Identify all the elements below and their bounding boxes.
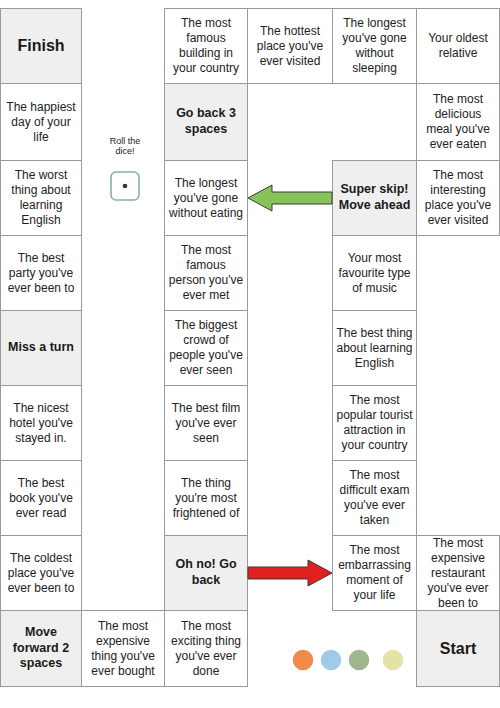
dice-label: Roll the dice! [100,136,150,157]
cell-text: The most difficult exam you've ever take… [336,468,413,528]
cell-text: The longest you've gone without sleeping [336,16,413,76]
board-cell: The hottest place you've ever visited [247,8,333,84]
cell-text: The happiest day of your life [4,100,78,145]
board-cell: Your oldest relative [416,8,500,84]
cell-text: Super skip! Move ahead [336,182,413,213]
end-cell: Finish [0,8,82,84]
player-tokens [292,649,404,671]
cell-text: Move forward 2 spaces [4,625,78,672]
cell-text: The best party you've ever been to [4,251,78,296]
board-cell: The best party you've ever been to [0,235,82,311]
cell-text: The most famous building in your country [168,16,244,76]
special-cell: Oh no! Go back [164,535,248,611]
board-cell: The biggest crowd of people you've ever … [164,310,248,386]
board-cell: The happiest day of your life [0,83,82,161]
board-cell: The most difficult exam you've ever take… [332,460,417,536]
board-cell: The most famous person you've ever met [164,235,248,311]
board-cell: The most expensive restaurant you've eve… [416,535,500,611]
jump-arrow [248,560,332,586]
cell-text: Start [440,639,476,659]
cell-text: Oh no! Go back [168,557,244,588]
special-cell: Go back 3 spaces [164,83,248,161]
player-token [348,649,370,671]
cell-text: The most popular tourist attraction in y… [336,393,413,453]
board-cell: The best book you've ever read [0,460,82,536]
special-cell: Move forward 2 spaces [0,610,82,687]
board-cell: The most popular tourist attraction in y… [332,385,417,461]
special-cell: Super skip! Move ahead [332,160,417,236]
cell-text: The best thing about learning English [336,326,413,371]
board-cell: The longest you've gone without eating [164,160,248,236]
cell-text: Your most favourite type of music [336,251,413,296]
cell-text: The thing you're most frightened of [168,476,244,521]
cell-text: The most embarrassing moment of your lif… [336,543,413,603]
cell-text: The nicest hotel you've stayed in. [4,401,78,446]
dice-dot [123,184,128,189]
cell-text: The best film you've ever seen [168,401,244,446]
player-token [292,649,314,671]
board-cell: The nicest hotel you've stayed in. [0,385,82,461]
board-cell: The most delicious meal you've ever eate… [416,83,500,161]
special-cell: Miss a turn [0,310,82,386]
cell-text: Miss a turn [8,340,74,356]
board-cell: The best thing about learning English [332,310,417,386]
cell-text: The most famous person you've ever met [168,243,244,303]
cell-text: The most interesting place you've ever v… [420,168,496,228]
cell-text: Go back 3 spaces [168,106,244,137]
cell-text: The longest you've gone without eating [168,176,244,221]
cell-text: The most delicious meal you've ever eate… [420,92,496,152]
board-cell: The longest you've gone without sleeping [332,8,417,84]
board-cell: The worst thing about learning English [0,160,82,236]
board-cell: The most interesting place you've ever v… [416,160,500,236]
cell-text: The biggest crowd of people you've ever … [168,318,244,378]
cell-text: Finish [17,36,64,56]
board-cell: Your most favourite type of music [332,235,417,311]
board-cell: The most expensive thing you've ever bou… [81,610,165,687]
cell-text: The worst thing about learning English [4,168,78,228]
board-cell: The most famous building in your country [164,8,248,84]
cell-text: The most exciting thing you've ever done [168,619,244,679]
dice-symbol [111,172,139,200]
player-token [382,649,404,671]
player-token [320,649,342,671]
cell-text: Your oldest relative [420,31,496,61]
board-cell: The thing you're most frightened of [164,460,248,536]
board-cell: The most exciting thing you've ever done [164,610,248,687]
cell-text: The hottest place you've ever visited [251,24,329,69]
cell-text: The coldest place you've ever been to [4,551,78,596]
end-cell: Start [416,610,500,687]
board-cell: The coldest place you've ever been to [0,535,82,611]
cell-text: The most expensive restaurant you've eve… [420,536,496,611]
board-cell: The most embarrassing moment of your lif… [332,535,417,611]
jump-arrow [248,185,332,211]
board-cell: The best film you've ever seen [164,385,248,461]
cell-text: The best book you've ever read [4,476,78,521]
cell-text: The most expensive thing you've ever bou… [85,619,161,679]
